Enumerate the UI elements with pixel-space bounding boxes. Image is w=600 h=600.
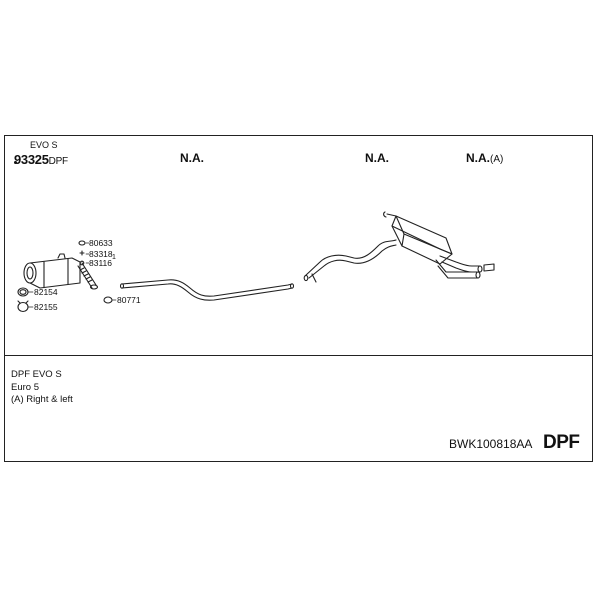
na-label-3-text: N.A. [466, 151, 490, 165]
na-label-3: N.A.(A) [466, 152, 503, 165]
kit-code: BWK100818AA [449, 437, 533, 451]
label-82154[interactable]: 82154 [34, 287, 58, 297]
notes-divider [4, 355, 593, 356]
center-pipe[interactable] [119, 279, 295, 301]
note-line-3: (A) Right & left [11, 394, 73, 405]
label-83116[interactable]: 83116 [89, 258, 113, 268]
bolt-83318[interactable] [79, 250, 85, 256]
note-line-1: DPF EVO S [11, 369, 62, 380]
label-83318-qty: 1 [112, 254, 116, 261]
diagram-frame [4, 135, 593, 462]
clamp-82154[interactable] [17, 287, 29, 297]
nut-83116[interactable] [79, 260, 85, 266]
clamp-82155[interactable] [17, 300, 29, 313]
variant-label: EVO S [30, 140, 58, 150]
part-number-main: 93325 [14, 152, 49, 167]
type-label: DPF [543, 432, 580, 453]
dpf-unit[interactable] [23, 253, 99, 290]
na-label-2: N.A. [365, 151, 389, 165]
na-label-3-suffix: (A) [490, 154, 504, 165]
gasket-80633[interactable] [78, 240, 86, 246]
part-number-suffix: DPF [48, 156, 68, 167]
label-82155[interactable]: 82155 [34, 302, 58, 312]
label-83318[interactable]: 83318 [89, 249, 113, 259]
label-80771[interactable]: 80771 [117, 295, 141, 305]
na-label-1: N.A. [180, 151, 204, 165]
rear-silencer[interactable] [383, 211, 495, 279]
part-number-dpf[interactable]: 93325DPF [14, 153, 68, 167]
label-80633[interactable]: 80633 [89, 238, 113, 248]
leader-dot [14, 161, 17, 164]
rear-pipe[interactable] [303, 239, 397, 283]
ring-80771[interactable] [103, 296, 113, 304]
note-line-2: Euro 5 [11, 382, 39, 393]
